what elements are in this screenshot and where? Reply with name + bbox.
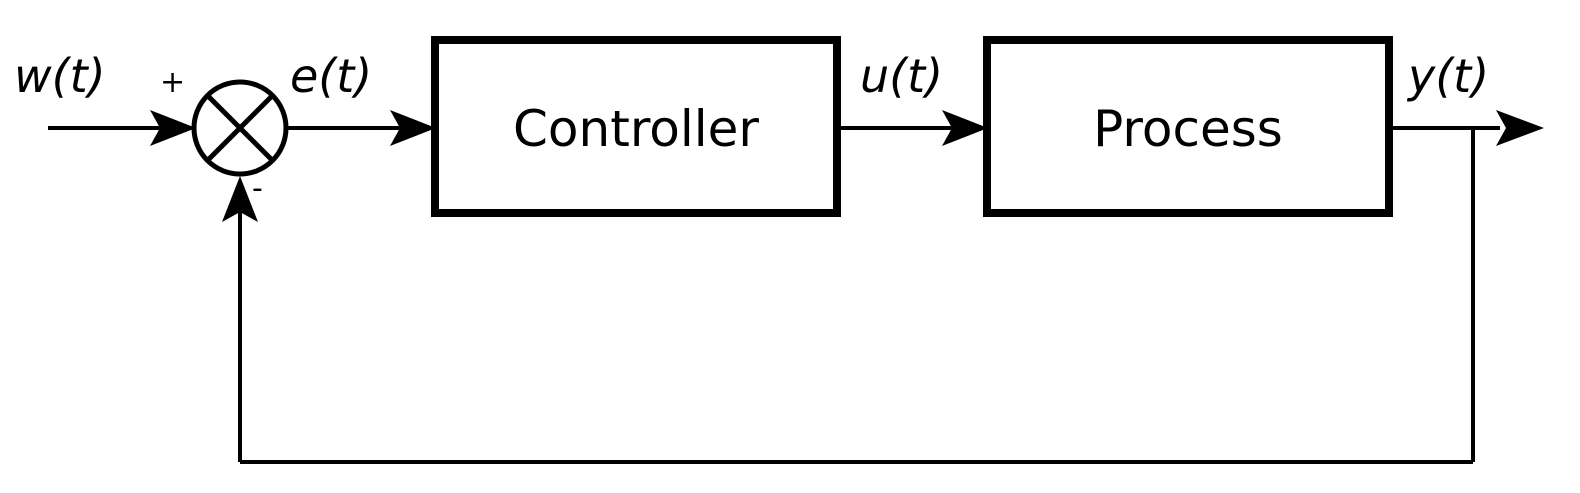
control-signal-label: u(t) <box>860 49 943 103</box>
process-label: Process <box>1093 100 1283 158</box>
input-arrow-icon <box>150 110 196 146</box>
summing-junction-cross-b <box>205 93 275 163</box>
minus-sign: - <box>252 171 263 206</box>
controller-block <box>431 36 841 217</box>
error-signal-label: e(t) <box>290 49 372 103</box>
control-arrow-icon <box>942 110 988 146</box>
reference-signal-label: w(t) <box>14 49 106 103</box>
controller-label: Controller <box>513 100 759 158</box>
summing-junction-icon <box>191 79 289 177</box>
feedback-arrow-icon <box>222 176 258 222</box>
plus-sign: + <box>160 65 185 100</box>
error-arrow-icon <box>390 110 436 146</box>
output-signal-label: y(t) <box>1406 49 1489 103</box>
output-arrow-icon <box>1496 110 1544 146</box>
process-block <box>983 36 1393 217</box>
